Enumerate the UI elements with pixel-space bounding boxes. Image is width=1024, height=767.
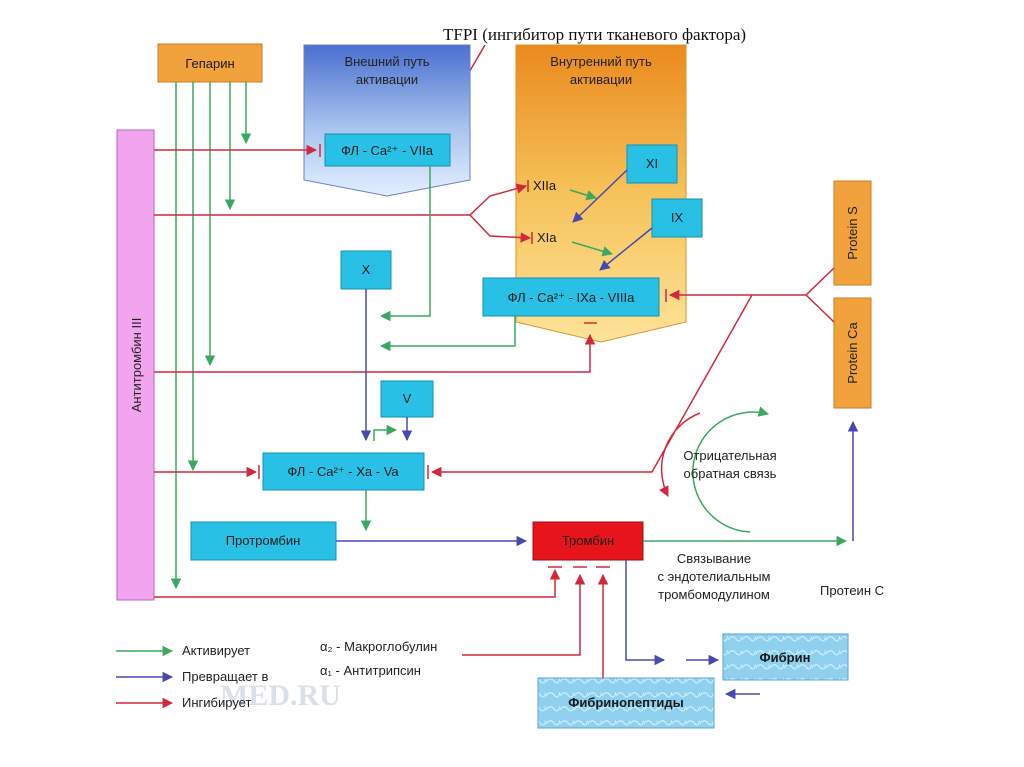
feedback-loop-arrow-right xyxy=(692,406,770,533)
intrinsic-activation-lines xyxy=(360,166,848,547)
extrinsic-header-line2: активации xyxy=(356,72,418,87)
protein-c-label: Протеин C xyxy=(820,583,884,598)
feedback-loop-arrow-left xyxy=(659,412,701,497)
legend: Активирует Превращает в Ингибирует xyxy=(116,643,268,710)
negative-feedback-line2: обратная связь xyxy=(684,466,777,481)
intrinsic-header-line2: активации xyxy=(570,72,632,87)
binding-line3: тромбомодулином xyxy=(658,587,770,602)
fibrinopeptides-label: Фибринопептиды xyxy=(568,695,684,710)
conversion-lines xyxy=(336,169,859,700)
diagram-title: TFPI (ингибитор пути тканевого фактора) xyxy=(443,25,746,44)
protein-ca-label: Protein Ca xyxy=(845,322,860,384)
fibrin-label: Фибрин xyxy=(760,650,811,665)
legend-converts-label: Превращает в xyxy=(182,669,268,684)
xi-box xyxy=(626,144,678,184)
binding-line2: с эндотелиальным xyxy=(658,569,771,584)
heparin-label: Гепарин xyxy=(185,56,234,71)
ix-label: IX xyxy=(671,210,684,225)
fl-ca-ixa-viiia-box xyxy=(482,277,660,317)
fl-ca-viia-box xyxy=(324,133,451,167)
xi-label: XI xyxy=(646,156,658,171)
prothrombin-label: Протромбин xyxy=(226,533,301,548)
protein-s-box xyxy=(833,180,872,286)
protein-c-inhibition-lines xyxy=(427,267,835,479)
intrinsic-pathway-panel xyxy=(515,44,687,343)
fl-ca-xa-va-label: ФЛ - Ca²⁺ - Xa - Va xyxy=(287,464,399,479)
legend-inhibits-label: Ингибирует xyxy=(182,695,251,710)
xia-label: XIa xyxy=(537,230,557,245)
intrinsic-header-line1: Внутренний путь xyxy=(550,54,652,69)
negative-feedback-line1: Отрицательная xyxy=(683,448,776,463)
v-label: V xyxy=(403,391,412,406)
ix-box xyxy=(651,198,703,238)
fibrinopeptides-box xyxy=(537,677,715,729)
alpha2-macroglobulin-label: α₂ - Макроглобулин xyxy=(320,639,437,654)
heparin-activation-lines xyxy=(170,82,252,590)
fibrin-box xyxy=(722,633,849,681)
antithrombin-bar xyxy=(116,129,155,601)
xiia-label: XIIa xyxy=(533,178,557,193)
x-label: X xyxy=(362,262,371,277)
fl-ca-ixa-viiia-label: ФЛ - Ca²⁺ - IXa - VIIIa xyxy=(508,290,635,305)
extrinsic-header-line1: Внешний путь xyxy=(344,54,429,69)
protein-s-label: Protein S xyxy=(845,206,860,260)
fl-ca-xa-va-box xyxy=(262,452,425,491)
alpha1-antitrypsin-label: α₁ - Антитрипсин xyxy=(320,663,421,678)
x-box xyxy=(340,250,392,290)
antithrombin-inhibition-lines xyxy=(154,144,597,598)
watermark: MED.RU xyxy=(220,679,341,712)
v-box xyxy=(380,380,434,418)
legend-activates-label: Активирует xyxy=(182,643,250,658)
fl-ca-viia-label: ФЛ - Ca²⁺ - VIIa xyxy=(341,143,434,158)
prothrombin-box xyxy=(190,521,337,561)
antithrombin-label: Антитромбин III xyxy=(129,318,144,413)
thrombin-inhibition-lines xyxy=(462,566,610,678)
protein-ca-box xyxy=(833,297,872,409)
thrombin-label: Тромбин xyxy=(562,533,614,548)
binding-line1: Связывание xyxy=(677,551,751,566)
